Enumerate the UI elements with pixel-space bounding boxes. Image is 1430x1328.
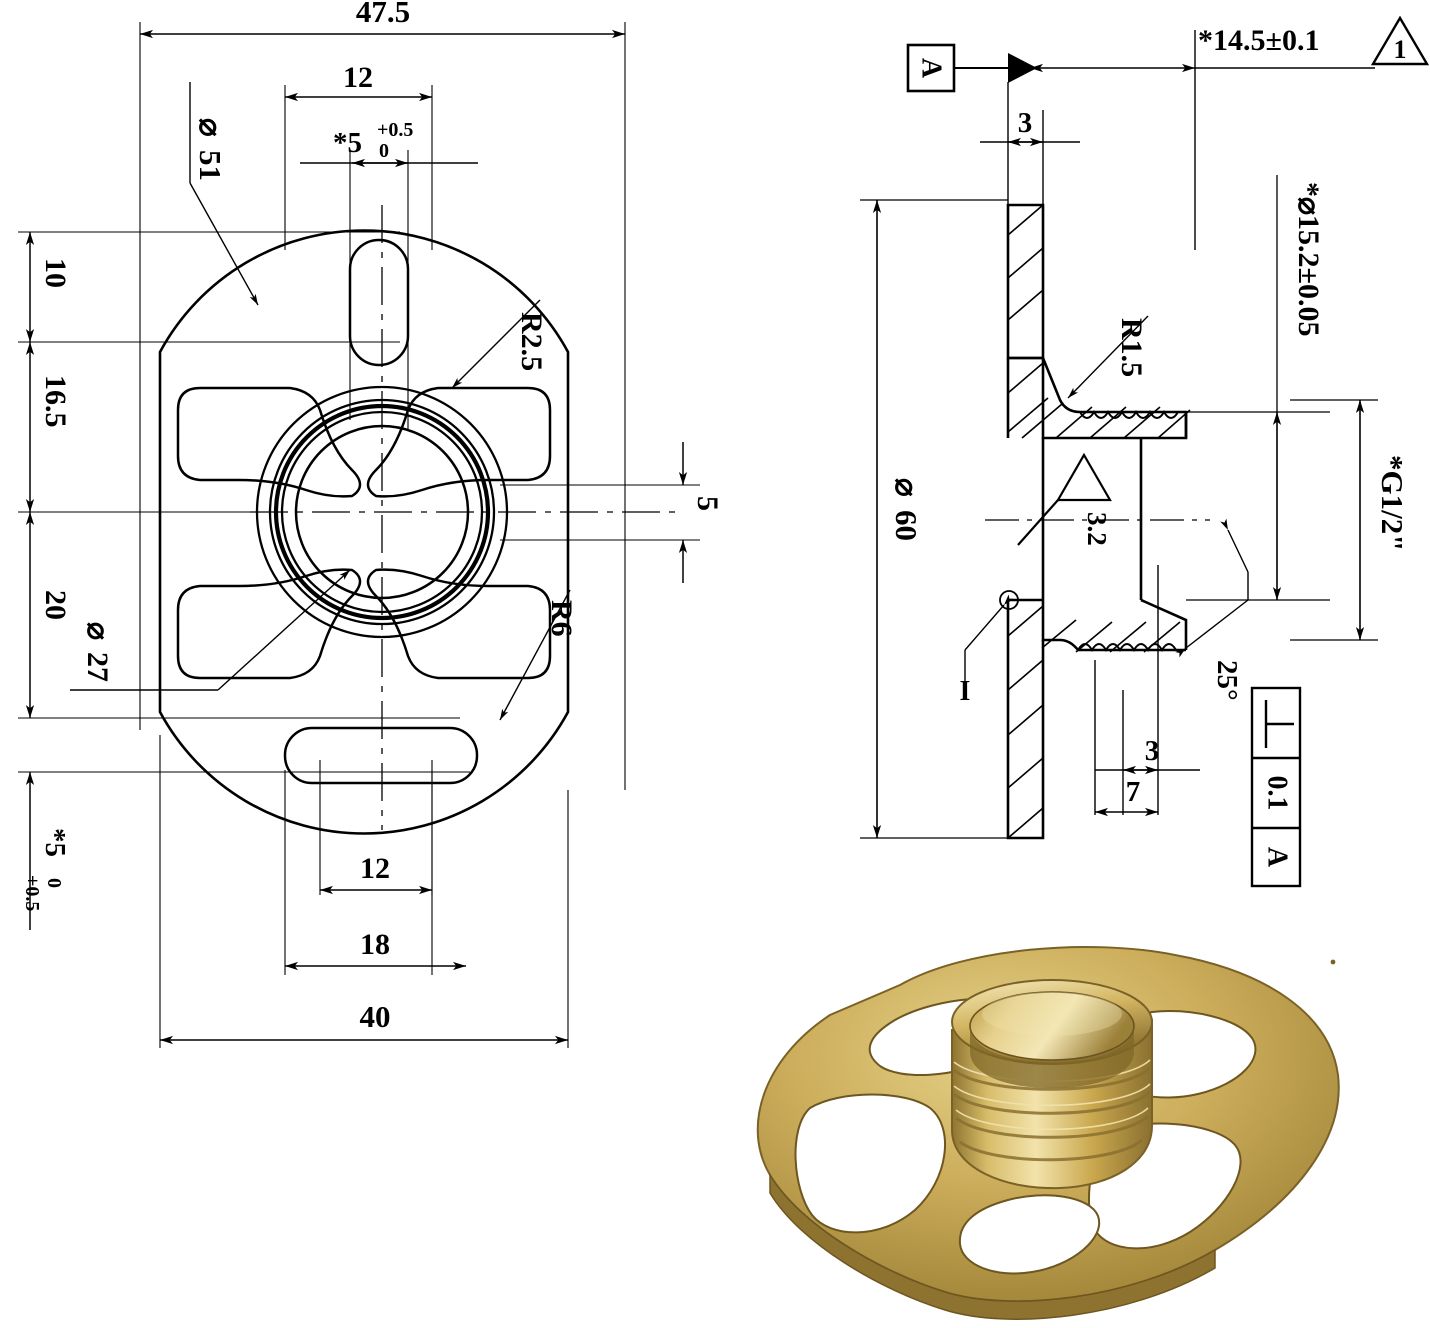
dim-12-top: 12 [285,61,432,102]
boss-thread-grooves [953,1066,1152,1162]
photo-speck [1330,959,1336,965]
dim-5-tol-bottom-upper: +0.5 [21,875,43,911]
dim-10-text: 10 [39,258,72,288]
dim-12-bottom: 12 [320,852,432,895]
leader-25-deg: 25° [1175,518,1249,701]
r1-5-text: R1.5 [1115,318,1148,377]
dim-5-tol-bottom-lower: 0 [43,878,65,888]
brass-part-photo [756,946,1340,1320]
plate-pockets [176,386,552,680]
dim-40-bottom-text: 40 [360,999,391,1034]
dim-boss-3: 3 [1094,565,1200,815]
dim-dia-60: ⌀ 60 [860,199,1008,839]
surface-finish-value: 3.2 [1082,512,1112,546]
top-slot [348,238,410,367]
perpendicularity-icon [1264,700,1294,748]
bottom-slot [283,726,479,785]
dim-boss-7-text: 7 [1126,776,1141,808]
leader-r2-5: R2.5 [451,299,548,389]
dim-rib-5: 5 [678,442,724,583]
surface-finish-symbol: 3.2 [1017,452,1112,546]
dia-60-text: 60 [889,510,924,541]
feature-control-frame: 0.1 A [1250,686,1302,888]
dia-27-symbol: ⌀ [81,622,114,640]
dia-51-symbol: ⌀ [193,118,228,137]
dia-51-text: 51 [193,150,228,181]
section-view-group: A *14.5±0.1 1 3 [860,15,1430,888]
thread-teeth-lower [1077,643,1177,652]
section-hatching-upper [1007,204,1191,439]
dim-47-5: 47.5 [140,0,625,39]
thread-g12-text: *G1/2" [1375,455,1410,551]
dim-5-tol-bottom-text: *5 [39,828,71,857]
fcf-datum-text: A [1262,847,1293,868]
plan-view-group: 47.5 12 *5 +0.5 0 ⌀ 51 [18,0,724,1048]
dim-5-tol-top: *5 +0.5 0 [300,119,478,168]
section-hatching-lower [1007,605,1181,839]
r6-text: R6 [545,600,578,637]
dim-boss-7: 7 [1095,776,1158,817]
dim-boss-3-text: 3 [1145,735,1160,767]
section-body: I [960,203,1210,840]
datum-a-symbol: A [906,30,1375,250]
r2-5-text: R2.5 [515,312,548,371]
dim-rib-5-text: 5 [691,496,724,511]
bore-highlight [982,992,1122,1036]
dim-18-bottom: 18 [285,928,466,971]
threaded-boss [951,979,1153,1190]
leader-dia-27: ⌀ 27 [70,569,351,691]
dim-flange-3-text: 3 [1018,107,1033,139]
dim-5-tol-top-lower: 0 [379,140,389,162]
dia-60-symbol: ⌀ [889,478,924,497]
leader-dia-51: ⌀ 51 [189,82,259,306]
dim-40-bottom: 40 [160,999,568,1045]
bore-inner-shadow [970,1026,1134,1088]
dia-15-2-text: *⌀15.2±0.05 [1292,182,1325,337]
dim-5-tol-top-upper: +0.5 [377,119,413,141]
dim-20-text: 20 [39,590,72,620]
plate-edge-thickness [769,1172,1216,1320]
leader-r1-5: R1.5 [1067,315,1149,399]
dim-thread-g12: *G1/2" [1290,399,1410,641]
dim-flange-3: 3 [980,82,1080,205]
plan-extension-lines [18,22,700,1048]
dim-14-5-text: *14.5±0.1 [1198,24,1319,57]
dim-5-tol-top-text: *5 [333,127,362,159]
plan-centerlines [250,205,680,830]
dia-27-text: 27 [81,652,114,682]
revision-balloon-text: 1 [1394,35,1407,64]
dim-16-5-text: 16.5 [39,375,72,428]
dim-vertical-stack: 10 16.5 20 *5 +0.5 0 [21,232,72,930]
chamfer-25-text: 25° [1211,660,1243,701]
dim-12-bottom-text: 12 [360,852,390,885]
detail-i-label: I [960,676,971,707]
thread-teeth-upper [1079,410,1179,419]
datum-a-letter: A [916,58,947,79]
revision-balloon: 1 [1370,15,1430,66]
central-bore-rings [255,385,509,639]
dim-47-5-text: 47.5 [356,0,410,29]
leader-r6: R6 [499,589,578,721]
dim-18-bottom-text: 18 [360,928,390,961]
plate-outline [158,229,570,835]
dim-dia-15-2: *⌀15.2±0.05 [1186,175,1330,601]
fcf-tolerance-text: 0.1 [1262,776,1293,811]
dim-12-top-text: 12 [343,61,373,94]
detail-i-circle [999,590,1019,610]
